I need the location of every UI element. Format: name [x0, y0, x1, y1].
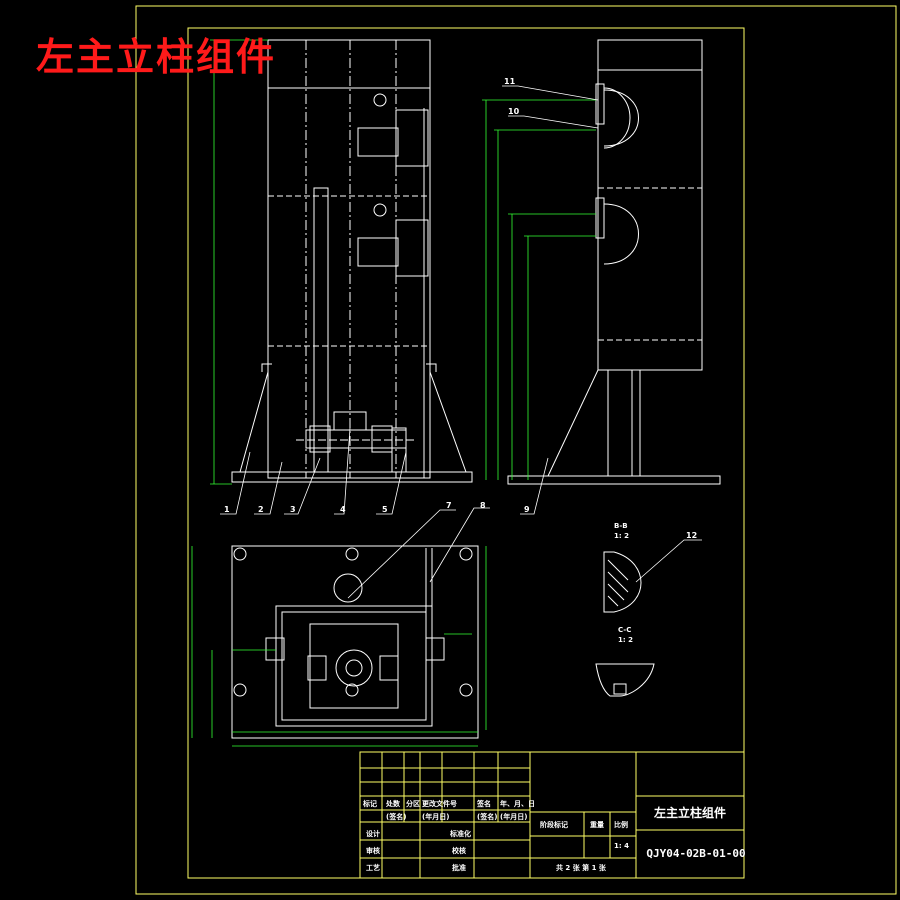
tb-drawing-number: QJY04-02B-01-00 [646, 847, 745, 860]
inner-frame [187, 27, 745, 879]
front-view [231, 39, 473, 483]
tb-header-signature: 签名 [476, 799, 491, 808]
leader-lines [220, 85, 702, 599]
tb-header-zone: 分区 [406, 799, 420, 808]
tb-weight: 重量 [590, 820, 604, 829]
section-bb-label: B-B [614, 522, 628, 530]
tb-header-mark: 标记 [362, 799, 377, 808]
callout-7: 7 [446, 501, 452, 510]
callout-8: 8 [480, 501, 486, 510]
tb-sign-1: (签名) [386, 812, 406, 821]
title-block-text: 标记 处数 分区 更改文件号 签名 年、月、日 (签名) (年月日) 标准化 (… [362, 799, 629, 872]
callout-9: 9 [524, 505, 530, 514]
callout-5: 5 [382, 505, 388, 514]
plan-dimensions [191, 546, 487, 747]
callout-11: 11 [504, 77, 516, 86]
tb-scale: 1: 4 [614, 842, 629, 850]
callout-12: 12 [686, 531, 697, 540]
tb-header-date: 年、月、日 [500, 799, 535, 808]
overlay-title: 左主立柱组件 [36, 35, 277, 79]
side-dimensions [482, 99, 596, 480]
tb-ratio: 比例 [614, 820, 628, 829]
plan-base-plate [231, 545, 479, 739]
section-cc-scale: 1: 2 [618, 636, 633, 644]
tb-sign-4: (年月日) [500, 812, 527, 821]
tb-header-count: 处数 [385, 799, 401, 808]
tb-design: 设计 [366, 829, 380, 838]
tb-stage-mark: 阶段标记 [540, 820, 568, 829]
section-bb-scale: 1: 2 [614, 532, 629, 540]
side-column-body [597, 39, 703, 371]
callout-4: 4 [340, 505, 346, 514]
tb-standardize: 标准化 [449, 829, 471, 838]
tb-sheet-info: 共 2 张 第 1 张 [556, 863, 607, 872]
callout-1: 1 [224, 505, 230, 514]
title-block [359, 751, 745, 879]
callout-3: 3 [290, 505, 296, 514]
tb-process: 工艺 [366, 863, 380, 872]
front-base-plate [231, 471, 473, 483]
outer-border [135, 5, 897, 895]
tb-sign-2: (年月日) [422, 812, 449, 821]
tb-review: 审核 [366, 846, 380, 855]
section-cc [595, 663, 655, 697]
section-bb [603, 551, 642, 613]
tb-sign-3: (签名) [477, 812, 497, 821]
callout-10: 10 [508, 107, 520, 116]
tb-check: 校核 [452, 846, 466, 855]
side-view [507, 39, 721, 485]
front-dimension [210, 39, 268, 485]
tb-part-name: 左主立柱组件 [653, 805, 726, 820]
section-labels: B-B 1: 2 C-C 1: 2 [614, 522, 633, 644]
callout-2: 2 [258, 505, 264, 514]
plan-view [231, 545, 479, 739]
callout-numbers: 1 2 3 4 5 7 8 9 11 10 12 [224, 77, 697, 540]
side-base-plate [507, 475, 721, 485]
section-cc-label: C-C [618, 626, 631, 634]
tb-approve: 批准 [452, 863, 466, 872]
tb-header-change-doc: 更改文件号 [422, 799, 457, 808]
